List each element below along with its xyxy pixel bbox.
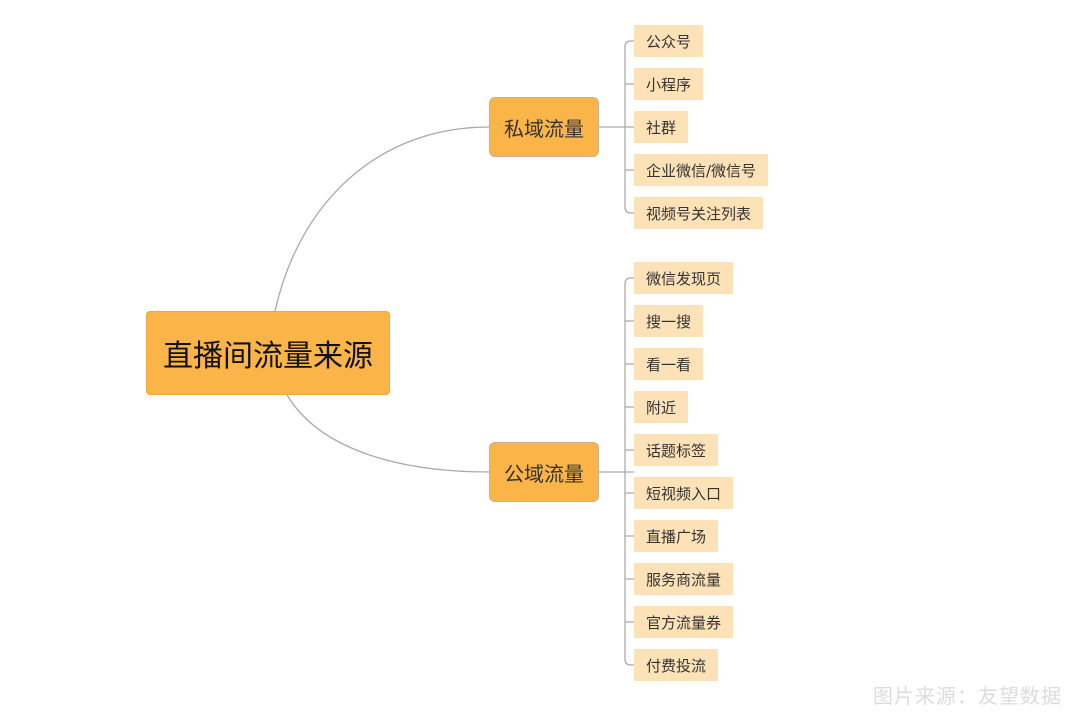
leaf-node: 直播广场 [634,520,719,552]
leaf-node: 服务商流量 [634,563,734,595]
leaf-node: 小程序 [634,68,704,100]
leaf-node: 短视频入口 [634,477,734,509]
image-credit: 图片来源：友望数据 [873,684,1062,708]
leaf-node: 公众号 [634,25,704,57]
branch-node-private: 私域流量 [489,97,599,157]
leaf-node: 附近 [634,391,689,423]
leaf-node: 企业微信/微信号 [634,154,769,186]
leaf-node: 官方流量券 [634,606,734,638]
bracket-connector [599,40,634,214]
leaf-node: 视频号关注列表 [634,197,764,229]
root-node: 直播间流量来源 [146,311,390,395]
leaf-node: 付费投流 [634,649,719,681]
branch-node-public: 公域流量 [489,442,599,502]
leaf-node: 社群 [634,111,689,143]
bracket-connector [599,277,634,666]
connector-root-public [286,394,490,473]
leaf-node: 看一看 [634,348,704,380]
leaf-node: 搜一搜 [634,305,704,337]
connector-root-private [274,126,490,312]
leaf-node: 话题标签 [634,434,719,466]
leaf-node: 微信发现页 [634,262,734,294]
